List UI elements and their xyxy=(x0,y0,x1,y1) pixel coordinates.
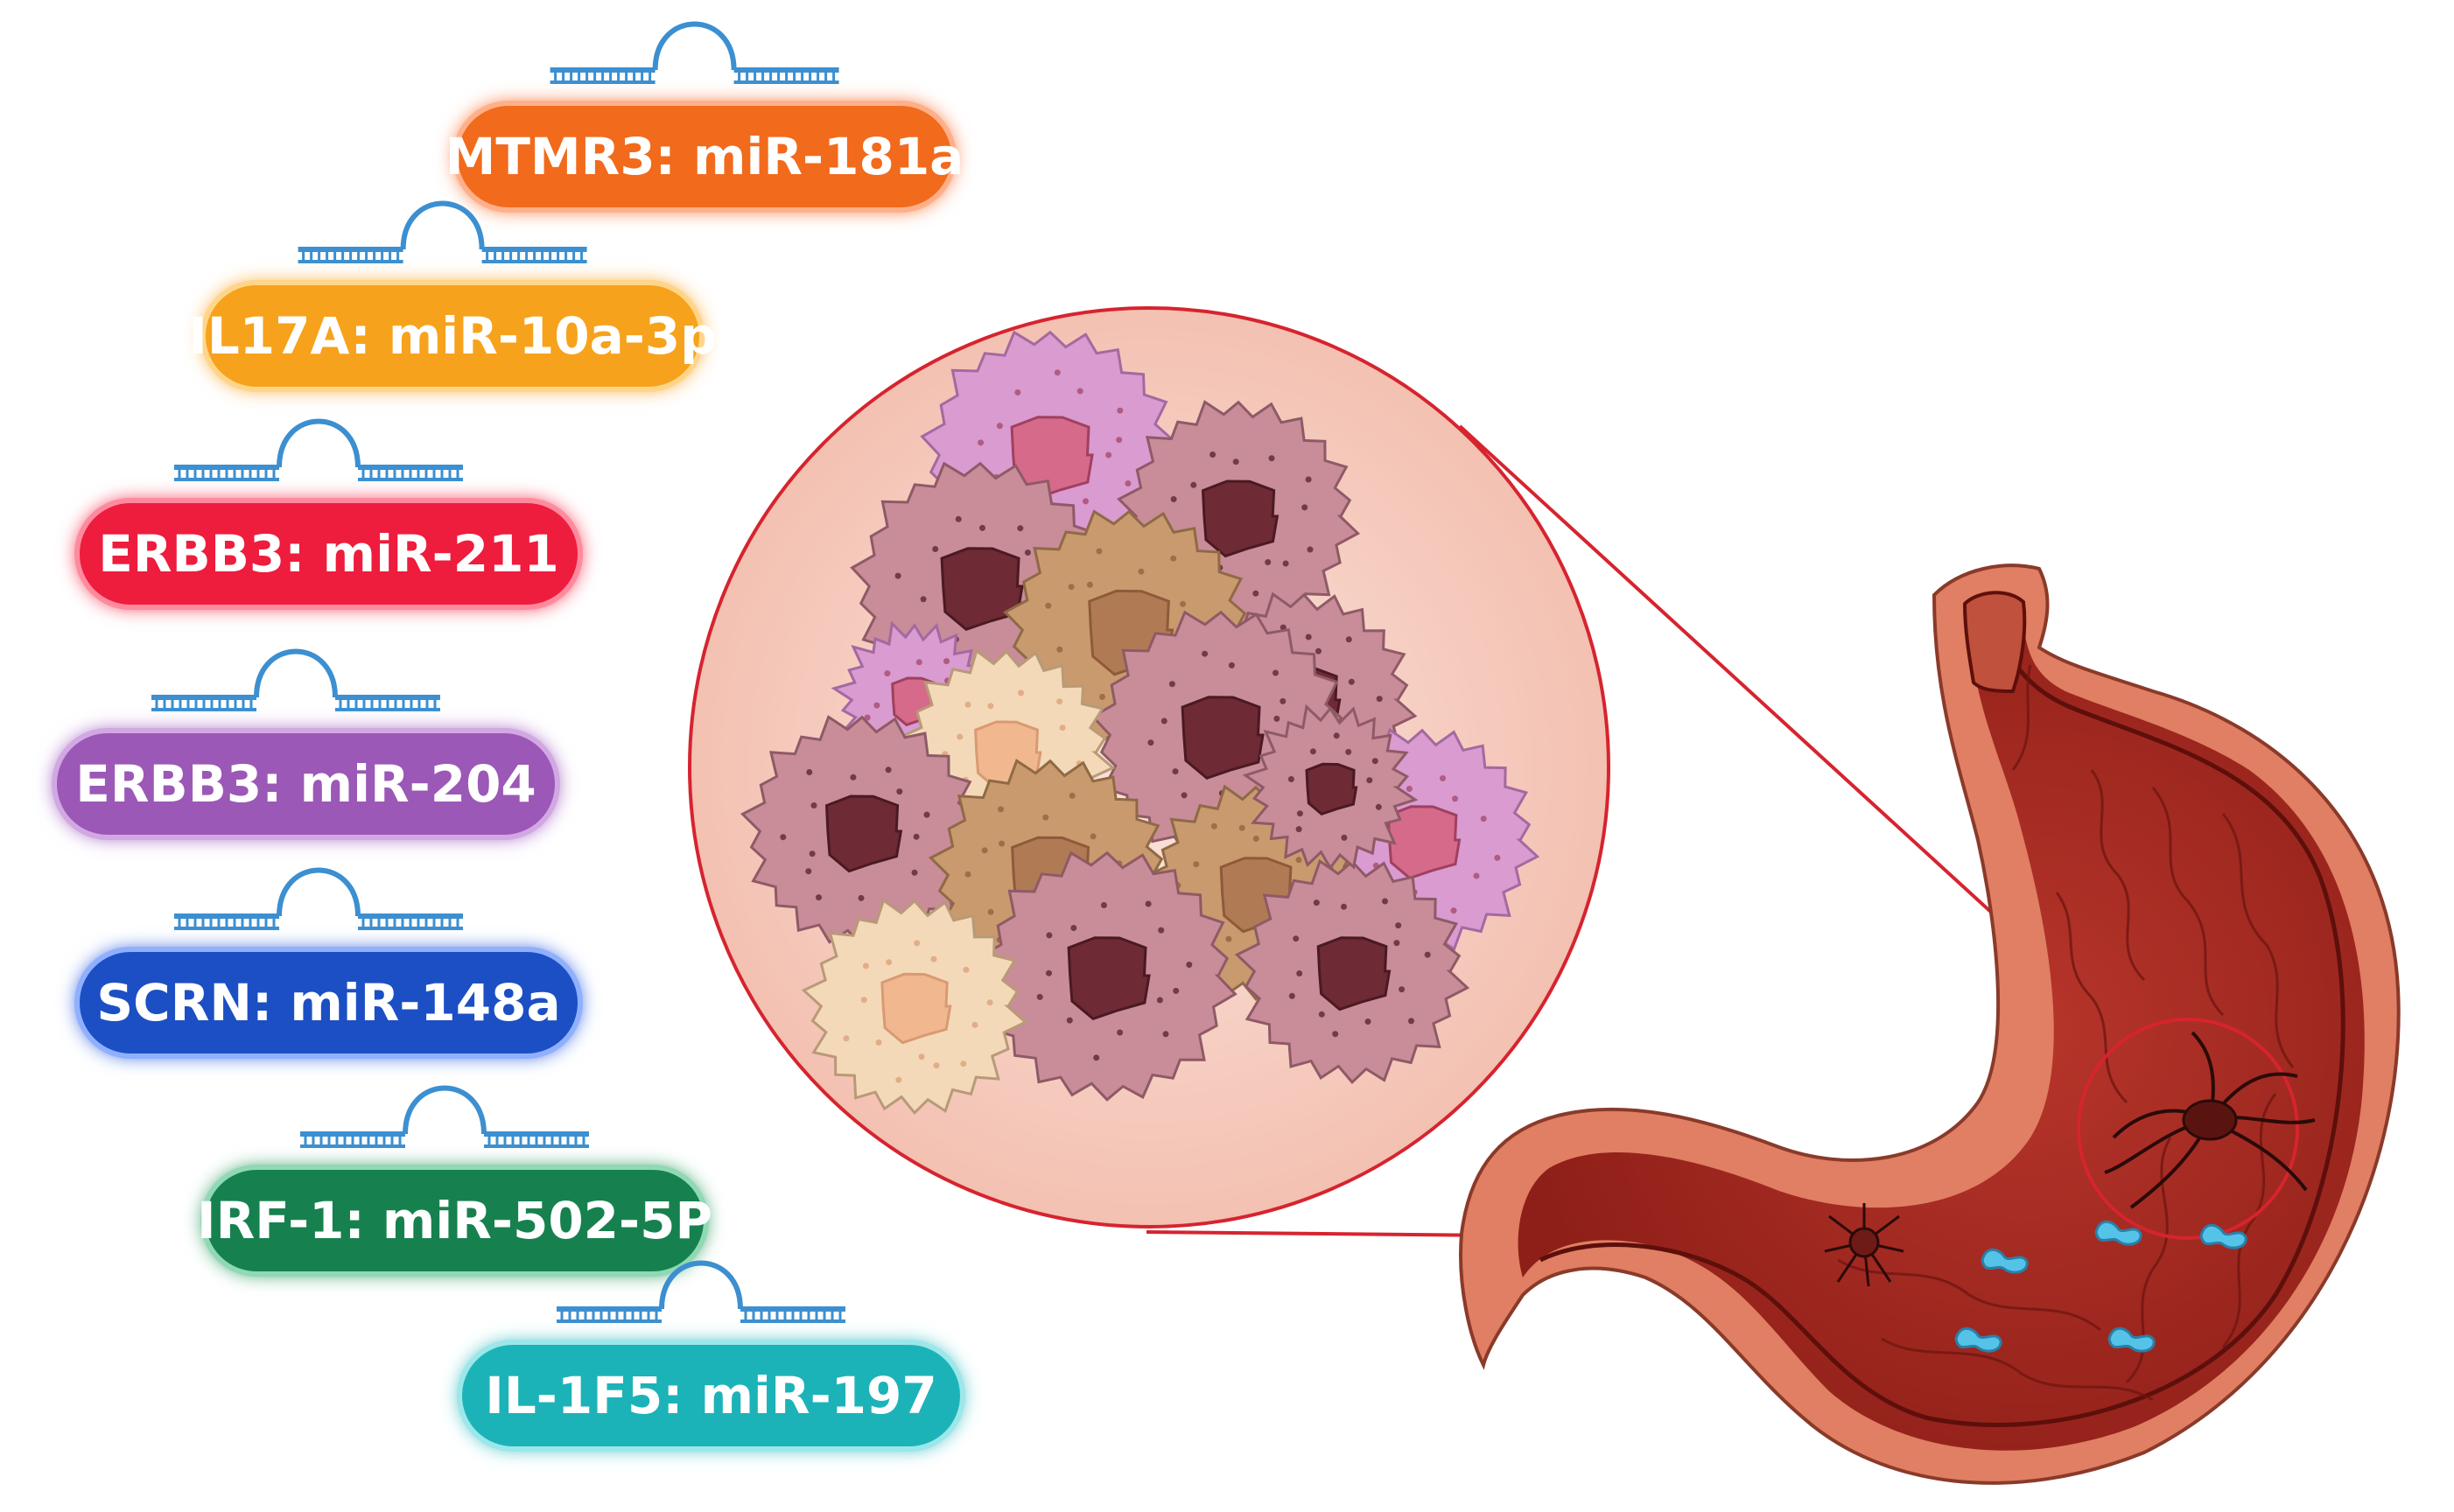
h-pylori-icon xyxy=(2199,1223,2247,1250)
h-pylori-icon xyxy=(1981,1248,2029,1274)
tumor-site-circle xyxy=(2077,1018,2299,1240)
stomach-mucosa-line xyxy=(1539,628,2345,1427)
label-text: MTMR3: miR-181a xyxy=(445,127,964,186)
label-pill xyxy=(52,728,560,840)
label-pill xyxy=(200,1165,709,1277)
label-pill xyxy=(74,947,583,1059)
label-text: IL17A: miR-10a-3p xyxy=(188,306,716,366)
mirna-label-1: MTMR3: miR-181a xyxy=(445,21,964,213)
mirna-hairpin-icon xyxy=(557,1260,845,1323)
h-pylori-icon xyxy=(2094,1220,2142,1246)
label-pill xyxy=(457,1340,965,1452)
h-pylori-icon xyxy=(2107,1326,2156,1353)
h-pylori-icon xyxy=(1954,1326,2002,1353)
mirna-hairpin-icon xyxy=(298,200,587,263)
tumor-cell-icon xyxy=(1234,858,1470,1084)
mirna-label-7: IL-1F5: miR-197 xyxy=(457,1260,965,1452)
stomach-lumen xyxy=(1518,606,2365,1451)
mirna-label-2: IL17A: miR-10a-3p xyxy=(188,200,717,392)
label-pill xyxy=(200,280,705,392)
tumor-cell-icon xyxy=(977,850,1238,1102)
mirna-hairpin-icon xyxy=(174,867,463,930)
label-text: IRF-1: miR-502-5P xyxy=(197,1191,712,1250)
tumor-cell-icon xyxy=(2104,1031,2316,1209)
tumor-cell-icon xyxy=(801,898,1028,1116)
tumor-tissue-zoom xyxy=(688,306,1610,1228)
label-text: ERBB3: miR-204 xyxy=(75,754,536,814)
blue-bacteria-group xyxy=(1954,1220,2247,1353)
label-text: SCRN: miR-148a xyxy=(96,973,560,1032)
stomach-illustration xyxy=(1459,564,2401,1485)
mirna-hairpin-icon xyxy=(550,21,839,84)
mirna-label-4: ERBB3: miR-204 xyxy=(52,648,560,840)
label-text: ERBB3: miR-211 xyxy=(98,524,559,584)
mirna-hairpin-icon xyxy=(174,418,463,481)
bacteria-icon xyxy=(1824,1203,1904,1287)
label-text: IL-1F5: miR-197 xyxy=(485,1366,936,1425)
gastric-rugae xyxy=(1837,664,2295,1402)
mirna-hairpin-icon xyxy=(151,648,440,711)
mirna-label-6: IRF-1: miR-502-5P xyxy=(197,1085,712,1277)
mirna-label-3: ERBB3: miR-211 xyxy=(74,418,583,610)
tumor-cell-cluster xyxy=(740,330,1540,1116)
label-pill xyxy=(452,101,957,213)
esophagus-tube xyxy=(1962,591,2027,694)
tumor-cell-icon xyxy=(1242,704,1419,871)
mirna-hairpin-icon xyxy=(300,1085,589,1148)
mirna-label-5: SCRN: miR-148a xyxy=(74,867,583,1059)
label-pill xyxy=(74,498,583,610)
tumor-cell-icon xyxy=(740,715,985,948)
